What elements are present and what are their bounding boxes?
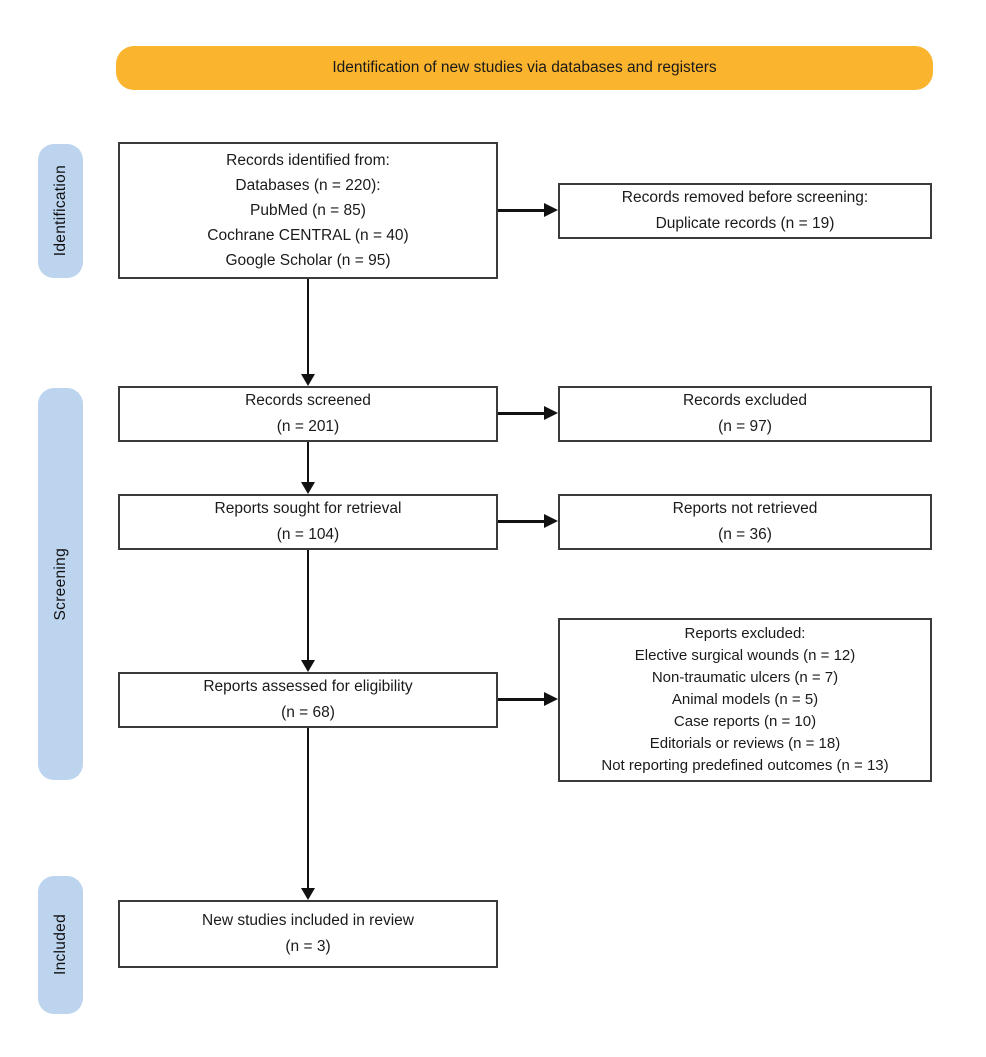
box-line: (n = 68): [281, 704, 335, 721]
box-line: Records screened: [245, 392, 371, 409]
arrow-down-screened-to-sought: [307, 442, 309, 482]
box-line: Records identified from:: [226, 152, 390, 169]
arrow-right-head-icon: [544, 692, 558, 706]
arrow-down-sought-to-assessed: [307, 550, 309, 660]
arrow-right-head-icon: [544, 203, 558, 217]
box-line: Records excluded: [682, 392, 808, 409]
diagram-title-banner: Identification of new studies via databa…: [116, 46, 933, 90]
arrow-right-head-icon: [544, 406, 558, 420]
arrow-down-head-icon: [301, 374, 315, 386]
box-line: (n = 3): [285, 938, 331, 955]
box-line: (n = 201): [276, 418, 340, 435]
box-records-removed: Records removed before screening: Duplic…: [558, 183, 932, 239]
box-reports-assessed: Reports assessed for eligibility (n = 68…: [118, 672, 498, 728]
box-new-studies-included: New studies included in review (n = 3): [118, 900, 498, 968]
stage-label-included: Included: [38, 876, 83, 1014]
box-line: Elective surgical wounds (n = 12): [634, 647, 856, 664]
box-reports-not-retrieved: Reports not retrieved (n = 36): [558, 494, 932, 550]
box-line: Reports assessed for eligibility: [203, 678, 413, 695]
box-line: Animal models (n = 5): [671, 691, 819, 708]
box-line: Databases (n = 220):: [235, 177, 381, 194]
arrow-right-head-icon: [544, 514, 558, 528]
diagram-title: Identification of new studies via databa…: [332, 59, 717, 76]
box-line: Editorials or reviews (n = 18): [649, 735, 841, 752]
arrow-down-assessed-to-included: [307, 728, 309, 888]
box-line: Reports excluded:: [684, 625, 806, 642]
box-line: (n = 97): [718, 418, 772, 435]
stage-label-identification: Identification: [38, 144, 83, 278]
box-line: Not reporting predefined outcomes (n = 1…: [601, 757, 889, 774]
arrow-down-head-icon: [301, 482, 315, 494]
box-line: (n = 36): [718, 526, 772, 543]
box-line: Case reports (n = 10): [673, 713, 817, 730]
box-line: PubMed (n = 85): [250, 202, 366, 219]
arrow-down-head-icon: [301, 660, 315, 672]
box-line: New studies included in review: [202, 912, 414, 929]
arrow-down-head-icon: [301, 888, 315, 900]
stage-label-included-text: Included: [51, 914, 69, 976]
stage-label-identification-text: Identification: [51, 165, 69, 257]
box-line: (n = 104): [276, 526, 340, 543]
arrow-right-identified-to-removed: [498, 209, 544, 212]
arrow-right-sought-to-notretrieved: [498, 520, 544, 523]
box-line: Reports not retrieved: [672, 500, 818, 517]
box-line: Reports sought for retrieval: [214, 500, 402, 517]
box-line: Duplicate records (n = 19): [655, 215, 835, 232]
box-reports-sought: Reports sought for retrieval (n = 104): [118, 494, 498, 550]
stage-label-screening: Screening: [38, 388, 83, 780]
arrow-right-assessed-to-excluded: [498, 698, 544, 701]
stage-label-screening-text: Screening: [51, 547, 69, 621]
box-records-screened: Records screened (n = 201): [118, 386, 498, 442]
box-line: Records removed before screening:: [621, 189, 869, 206]
arrow-right-screened-to-excluded: [498, 412, 544, 415]
box-line: Google Scholar (n = 95): [225, 252, 391, 269]
arrow-down-identified-to-screened: [307, 279, 309, 374]
box-line: Cochrane CENTRAL (n = 40): [207, 227, 409, 244]
box-reports-excluded: Reports excluded: Elective surgical woun…: [558, 618, 932, 782]
box-line: Non-traumatic ulcers (n = 7): [651, 669, 839, 686]
box-records-excluded: Records excluded (n = 97): [558, 386, 932, 442]
box-records-identified: Records identified from: Databases (n = …: [118, 142, 498, 279]
